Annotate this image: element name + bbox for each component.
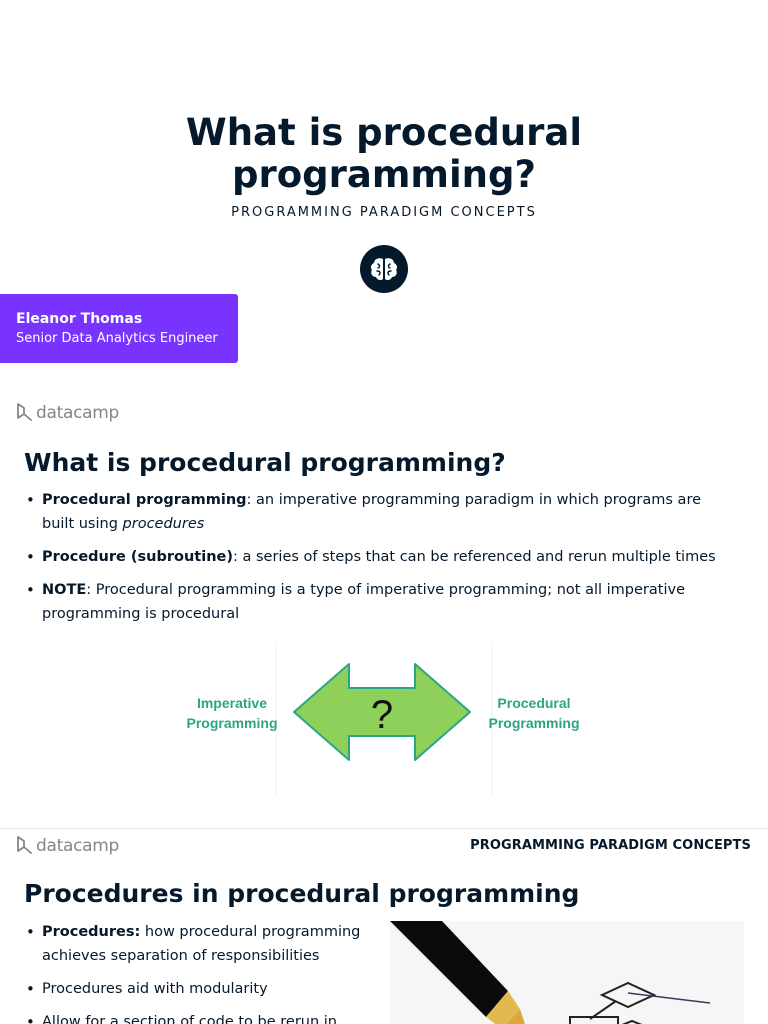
bullet-emphasis: procedures xyxy=(122,516,205,532)
bullet-list: Procedures: how procedural programming a… xyxy=(24,920,374,1024)
list-item: Procedural programming: an imperative pr… xyxy=(24,488,724,536)
bullet-term: Procedural programming xyxy=(42,492,247,508)
logo-text: datacamp xyxy=(36,403,120,423)
bullet-term: Procedures: xyxy=(42,924,141,940)
logo-text: datacamp xyxy=(36,836,120,856)
section-header: PROGRAMMING PARADIGM CONCEPTS xyxy=(470,838,751,853)
author-card: Eleanor Thomas Senior Data Analytics Eng… xyxy=(0,294,238,363)
title-slide: What is procedural programming? PROGRAMM… xyxy=(0,0,768,384)
bullet-text: : Procedural programming is a type of im… xyxy=(42,582,685,622)
bullet-list: Procedural programming: an imperative pr… xyxy=(24,488,724,635)
slide-divider xyxy=(0,828,768,829)
double-arrow-shape xyxy=(293,663,471,761)
author-name: Eleanor Thomas xyxy=(16,311,143,327)
brain-icon xyxy=(360,245,408,293)
title-slide-subtitle: PROGRAMMING PARADIGM CONCEPTS xyxy=(231,205,537,220)
flowchart-pen-illustration xyxy=(390,921,744,1024)
datacamp-logo-icon xyxy=(17,836,32,854)
list-item: Allow for a section of code to be rerun … xyxy=(24,1010,374,1024)
author-role: Senior Data Analytics Engineer xyxy=(16,331,218,346)
slide-what-is-procedural: datacamp What is procedural programming?… xyxy=(0,384,768,828)
list-item: Procedures aid with modularity xyxy=(24,977,374,1001)
list-item: NOTE: Procedural programming is a type o… xyxy=(24,578,724,626)
datacamp-logo-icon xyxy=(17,403,32,421)
diagram-center-symbol: ? xyxy=(371,693,393,737)
slide-heading: Procedures in procedural programming xyxy=(24,879,580,908)
diagram-right-label: Procedural Programming xyxy=(488,695,580,731)
bullet-text: : an imperative programming paradigm in … xyxy=(42,492,702,532)
datacamp-logo: datacamp xyxy=(16,402,119,424)
bullet-term: Procedure (subroutine) xyxy=(42,549,233,565)
datacamp-logo: datacamp xyxy=(16,835,119,857)
bullet-text: how procedural programming achieves sepa… xyxy=(42,924,361,964)
bullet-text: Procedures aid with modularity xyxy=(42,981,268,997)
title-slide-heading: What is procedural programming? xyxy=(185,111,583,196)
bullet-text: : a series of steps that can be referenc… xyxy=(233,549,716,565)
list-item: Procedure (subroutine): a series of step… xyxy=(24,545,724,569)
list-item: Procedures: how procedural programming a… xyxy=(24,920,374,968)
slide-procedures: datacamp PROGRAMMING PARADIGM CONCEPTS P… xyxy=(0,829,768,1024)
bullet-text: Allow for a section of code to be rerun … xyxy=(42,1014,337,1024)
slide-heading: What is procedural programming? xyxy=(24,448,506,477)
bullet-term: NOTE xyxy=(42,582,87,598)
paradigm-diagram: ? Imperative Programming Procedural Prog… xyxy=(176,642,592,796)
diagram-left-label: Imperative Programming xyxy=(186,695,278,731)
